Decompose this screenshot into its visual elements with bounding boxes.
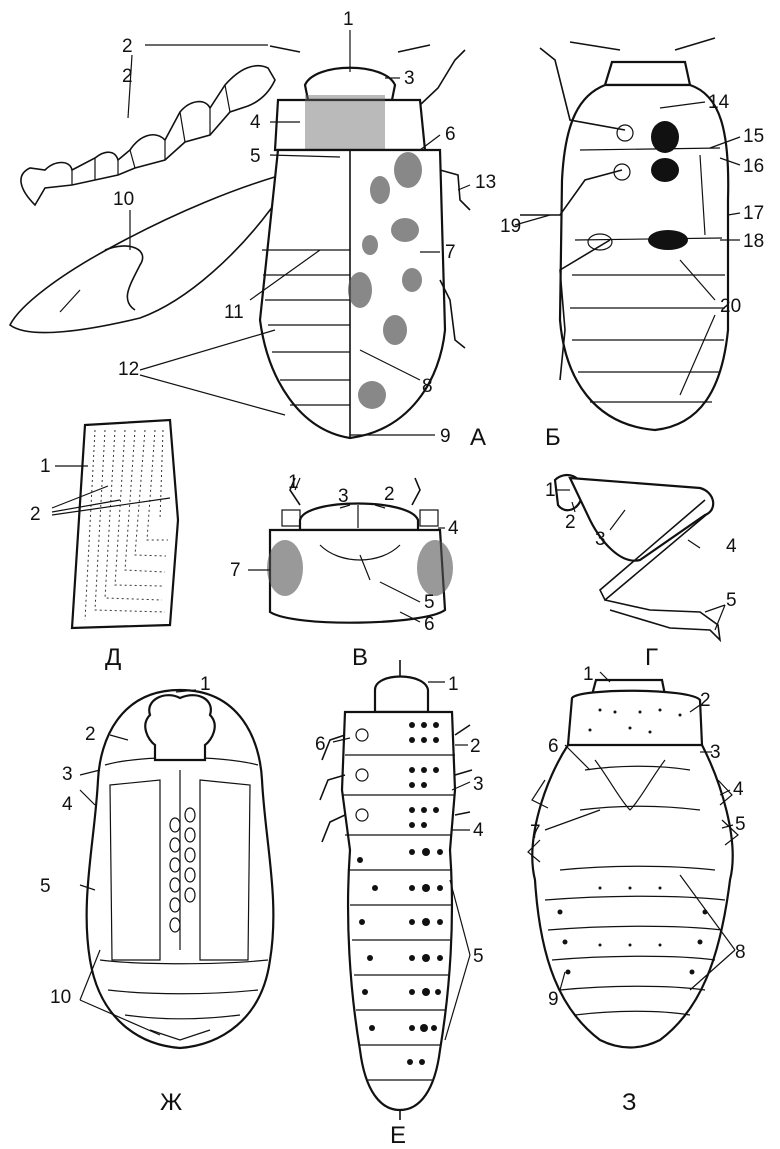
label-e-2: 2 xyxy=(470,736,481,757)
label-a-5: 5 xyxy=(250,146,261,167)
panel-letter-z: З xyxy=(622,1089,637,1116)
label-z-3: 3 xyxy=(710,742,721,763)
panel-letter-g: Г xyxy=(645,644,658,671)
label-e-1: 1 xyxy=(448,674,459,695)
panel-letter-d: Д xyxy=(105,644,121,671)
label-v-4: 4 xyxy=(448,518,459,539)
panel-letter-a: А xyxy=(470,424,486,451)
label-e-3: 3 xyxy=(473,774,484,795)
label-zh-2: 2 xyxy=(85,724,96,745)
label-v-2: 2 xyxy=(384,484,395,505)
larva-head xyxy=(375,677,428,713)
pronotum-punctation xyxy=(305,95,385,150)
label-z-1: 1 xyxy=(583,664,594,685)
label-z-2: 2 xyxy=(700,690,711,711)
label-zh-4: 4 xyxy=(62,794,73,815)
panel-a-beetle-dorsal: 1 2 2 3 4 5 6 7 8 9 10 11 12 12 13 А xyxy=(10,9,496,451)
label-zh-5: 5 xyxy=(40,876,51,897)
head-ventral xyxy=(605,62,690,85)
femur xyxy=(570,478,713,561)
label-b-15: 15 xyxy=(743,126,764,147)
label-z-6: 6 xyxy=(548,736,559,757)
label-b-14: 14 xyxy=(708,92,730,113)
label-v-7: 7 xyxy=(230,560,241,581)
tarsus xyxy=(605,600,720,640)
eye-right xyxy=(417,540,453,596)
label-v-6: 6 xyxy=(424,614,435,635)
label-b-16: 16 xyxy=(743,156,764,177)
label-e-6: 6 xyxy=(315,734,326,755)
label-v-1: 1 xyxy=(288,472,299,493)
label-g-2: 2 xyxy=(565,512,576,533)
panel-letter-zh: Ж xyxy=(160,1089,182,1116)
label-d-1: 1 xyxy=(40,456,51,477)
label-v-3: 3 xyxy=(338,486,349,507)
panel-letter-v: В xyxy=(352,644,368,671)
label-v-5: 5 xyxy=(424,592,435,613)
label-b-20: 20 xyxy=(720,296,741,317)
label-zh-3: 3 xyxy=(62,764,73,785)
label-b-17: 17 xyxy=(743,203,764,224)
label-a-8: 8 xyxy=(422,376,433,397)
label-g-4: 4 xyxy=(726,536,737,557)
hind-wing xyxy=(10,170,300,333)
label-z-7: 7 xyxy=(530,822,541,843)
label-a-13: 13 xyxy=(475,172,496,193)
label-b-19: 19 xyxy=(500,216,521,237)
label-d-2: 2 xyxy=(30,504,41,525)
label-z-4: 4 xyxy=(733,779,744,800)
label-g-3: 3 xyxy=(595,529,606,550)
panel-d-elytron: 1 2 Д xyxy=(30,420,178,671)
panel-z-prepupa: 1 2 3 4 5 6 7 8 9 З xyxy=(528,664,746,1116)
label-b-18: 18 xyxy=(743,231,764,252)
panel-v-pronotum: 1 2 3 4 5 6 7 В xyxy=(230,472,459,671)
label-zh-10: 10 xyxy=(50,987,71,1008)
panel-b-beetle-ventral: 14 15 16 17 18 19 20 Б xyxy=(500,38,764,451)
label-a-1: 1 xyxy=(343,9,354,30)
label-e-4: 4 xyxy=(473,820,484,841)
label-g-5: 5 xyxy=(726,590,737,611)
panel-letter-e: Е xyxy=(390,1122,406,1149)
label-e-5: 5 xyxy=(473,946,484,967)
label-a-2: 2 xyxy=(122,36,133,57)
label-a-10: 10 xyxy=(113,189,134,210)
panel-zh-pupa: 1 2 3 4 5 10 Ж xyxy=(40,674,273,1116)
label-a-4: 4 xyxy=(250,112,261,133)
label-g-1: 1 xyxy=(545,480,556,501)
label-a-7: 7 xyxy=(445,242,456,263)
label-z-5: 5 xyxy=(735,814,746,835)
ventral-body xyxy=(560,85,728,430)
panel-g-leg: 1 2 3 4 5 Г xyxy=(545,475,737,671)
label-z-9: 9 xyxy=(548,989,559,1010)
label-z-8: 8 xyxy=(735,942,746,963)
detached-antenna xyxy=(21,66,275,205)
label-a-2b: 2 xyxy=(122,66,133,87)
head-v xyxy=(300,504,418,531)
pupa-head xyxy=(145,695,214,760)
label-zh-1: 1 xyxy=(200,674,211,695)
label-a-6: 6 xyxy=(445,124,456,145)
panel-e-larva: 1 2 3 4 5 6 Е xyxy=(315,660,484,1149)
label-a-9: 9 xyxy=(440,426,451,447)
panel-letter-b: Б xyxy=(545,424,561,451)
label-a-3: 3 xyxy=(404,68,415,89)
label-a-11: 11 xyxy=(224,302,244,323)
eye-left xyxy=(267,540,303,596)
